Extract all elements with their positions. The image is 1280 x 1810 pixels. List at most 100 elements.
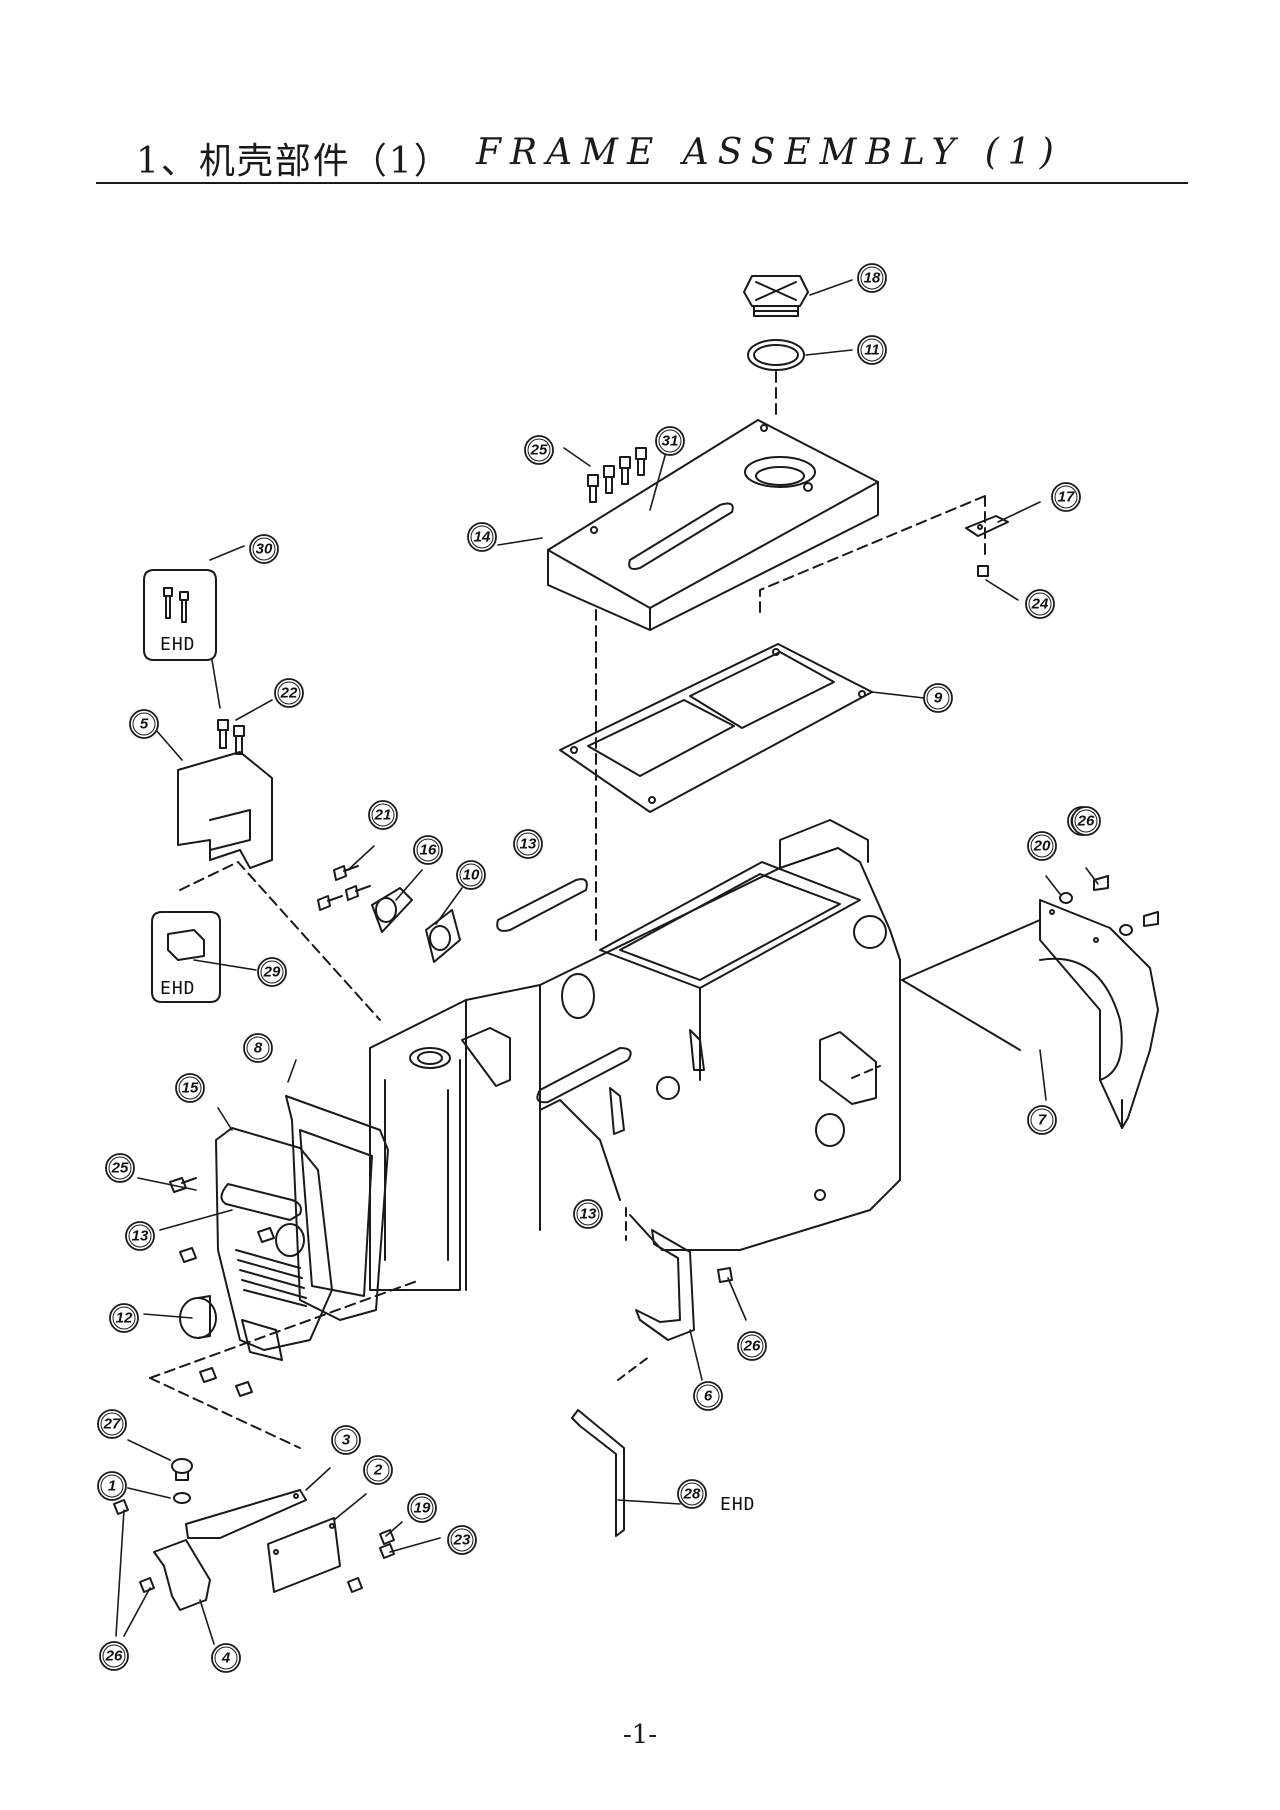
callout-number: 13 xyxy=(132,1228,149,1245)
callout-24: 24 xyxy=(1025,589,1055,619)
callout-circle xyxy=(513,829,543,859)
callout-circle xyxy=(109,1303,139,1333)
callout-number: 27 xyxy=(103,1416,121,1433)
callout-number: 16 xyxy=(420,842,437,859)
callout-circle xyxy=(249,534,279,564)
callout-inner-ring xyxy=(100,1412,124,1436)
callout-circle xyxy=(97,1471,127,1501)
callout-number: 17 xyxy=(1058,489,1075,506)
part-oil-window-mid xyxy=(496,878,588,932)
callout-inner-ring xyxy=(366,1458,390,1482)
part-c-bracket xyxy=(635,1229,695,1341)
callout-inner-ring xyxy=(1030,834,1054,858)
part-bottom-cover xyxy=(267,1517,341,1593)
callout-number: 13 xyxy=(520,836,537,853)
callout-7: 7 xyxy=(1027,1105,1057,1135)
callout-number: 11 xyxy=(864,342,880,359)
callout-circle xyxy=(105,1153,135,1183)
page-number: -1- xyxy=(622,1720,658,1750)
part-flange-screws xyxy=(317,865,371,911)
part-bottom-bracket xyxy=(153,1539,211,1611)
part-washers-right xyxy=(1059,875,1159,936)
callout-inner-ring xyxy=(516,832,540,856)
callout-circle xyxy=(274,678,304,708)
callout-circle xyxy=(363,1455,393,1485)
callout-13: 13 xyxy=(125,1221,155,1251)
callout-inner-ring xyxy=(252,537,276,561)
callout-16: 16 xyxy=(413,835,443,865)
callout-inner-ring xyxy=(658,429,682,453)
callout-number: 10 xyxy=(463,867,480,884)
callout-circle xyxy=(413,835,443,865)
callout-circle xyxy=(524,435,554,465)
callout-27: 27 xyxy=(97,1409,127,1439)
callout-circle xyxy=(1071,806,1101,836)
callout-number: 9 xyxy=(934,690,943,707)
page-header: 1、机壳部件（1） FRAME ASSEMBLY (1) xyxy=(96,108,1188,188)
callout-inner-ring xyxy=(334,1428,358,1452)
callout-21: 21 xyxy=(368,800,398,830)
part-bracket-screw xyxy=(717,1267,733,1283)
callout-inner-ring xyxy=(1030,1108,1054,1132)
callout-number: 21 xyxy=(374,807,392,824)
callout-inner-ring xyxy=(1028,592,1052,616)
callout-20: 20 xyxy=(1027,831,1057,861)
callout-number: 5 xyxy=(140,716,149,733)
part-left-cover-screws xyxy=(217,719,245,755)
callout-circle xyxy=(1025,589,1055,619)
callout-inner-ring xyxy=(132,712,156,736)
callout-inner-ring xyxy=(214,1646,238,1670)
callout-circle xyxy=(677,1479,707,1509)
callout-5: 5 xyxy=(129,709,159,739)
callout-inner-ring xyxy=(102,1644,126,1668)
callout-circle xyxy=(857,263,887,293)
part-ehd-screw-box xyxy=(143,569,217,661)
callout-number: 13 xyxy=(580,1206,597,1223)
callout-19: 19 xyxy=(407,1493,437,1523)
callout-circle xyxy=(857,335,887,365)
callout-circle xyxy=(456,860,486,890)
leader-lines xyxy=(115,279,1099,1645)
callout-8: 8 xyxy=(243,1033,273,1063)
callout-number: 28 xyxy=(683,1486,701,1503)
callout-number: 20 xyxy=(1033,838,1051,855)
part-oil-cap xyxy=(743,275,809,317)
part-bushing xyxy=(425,909,461,963)
callout-number: 26 xyxy=(743,1338,761,1355)
callout-circle xyxy=(125,1221,155,1251)
callout-13: 13 xyxy=(513,829,543,859)
callout-number: 22 xyxy=(280,685,298,702)
callout-circle xyxy=(368,800,398,830)
callout-circle xyxy=(97,1409,127,1439)
part-rod xyxy=(571,1409,625,1537)
callout-number: 24 xyxy=(1031,596,1049,613)
callout-11: 11 xyxy=(857,335,887,365)
part-base-plate xyxy=(185,1489,307,1539)
callout-number: 12 xyxy=(116,1310,133,1327)
part-knob xyxy=(179,1295,217,1339)
callout-circle xyxy=(693,1381,723,1411)
callout-inner-ring xyxy=(1054,485,1078,509)
callout-circle xyxy=(923,683,953,713)
callout-number: 4 xyxy=(221,1650,231,1667)
callout-inner-ring xyxy=(100,1474,124,1498)
callout-number: 15 xyxy=(182,1080,199,1097)
callout-4: 4 xyxy=(211,1643,241,1673)
callout-18: 18 xyxy=(857,263,887,293)
part-gasket xyxy=(559,643,873,813)
callout-inner-ring xyxy=(696,1384,720,1408)
callout-number: 6 xyxy=(704,1388,713,1405)
callout-31: 31 xyxy=(655,426,685,456)
callout-6: 6 xyxy=(693,1381,723,1411)
callout-3: 3 xyxy=(331,1425,361,1455)
callout-14: 14 xyxy=(467,522,497,552)
callout-inner-ring xyxy=(860,266,884,290)
callout-circle xyxy=(573,1199,603,1229)
callout-26: 26 xyxy=(99,1641,129,1671)
callout-number: 30 xyxy=(256,541,273,558)
callout-inner-ring xyxy=(416,838,440,862)
callout-number: 26 xyxy=(1077,813,1095,830)
callout-inner-ring xyxy=(470,525,494,549)
callout-number: 19 xyxy=(414,1500,431,1517)
callout-circle xyxy=(467,522,497,552)
